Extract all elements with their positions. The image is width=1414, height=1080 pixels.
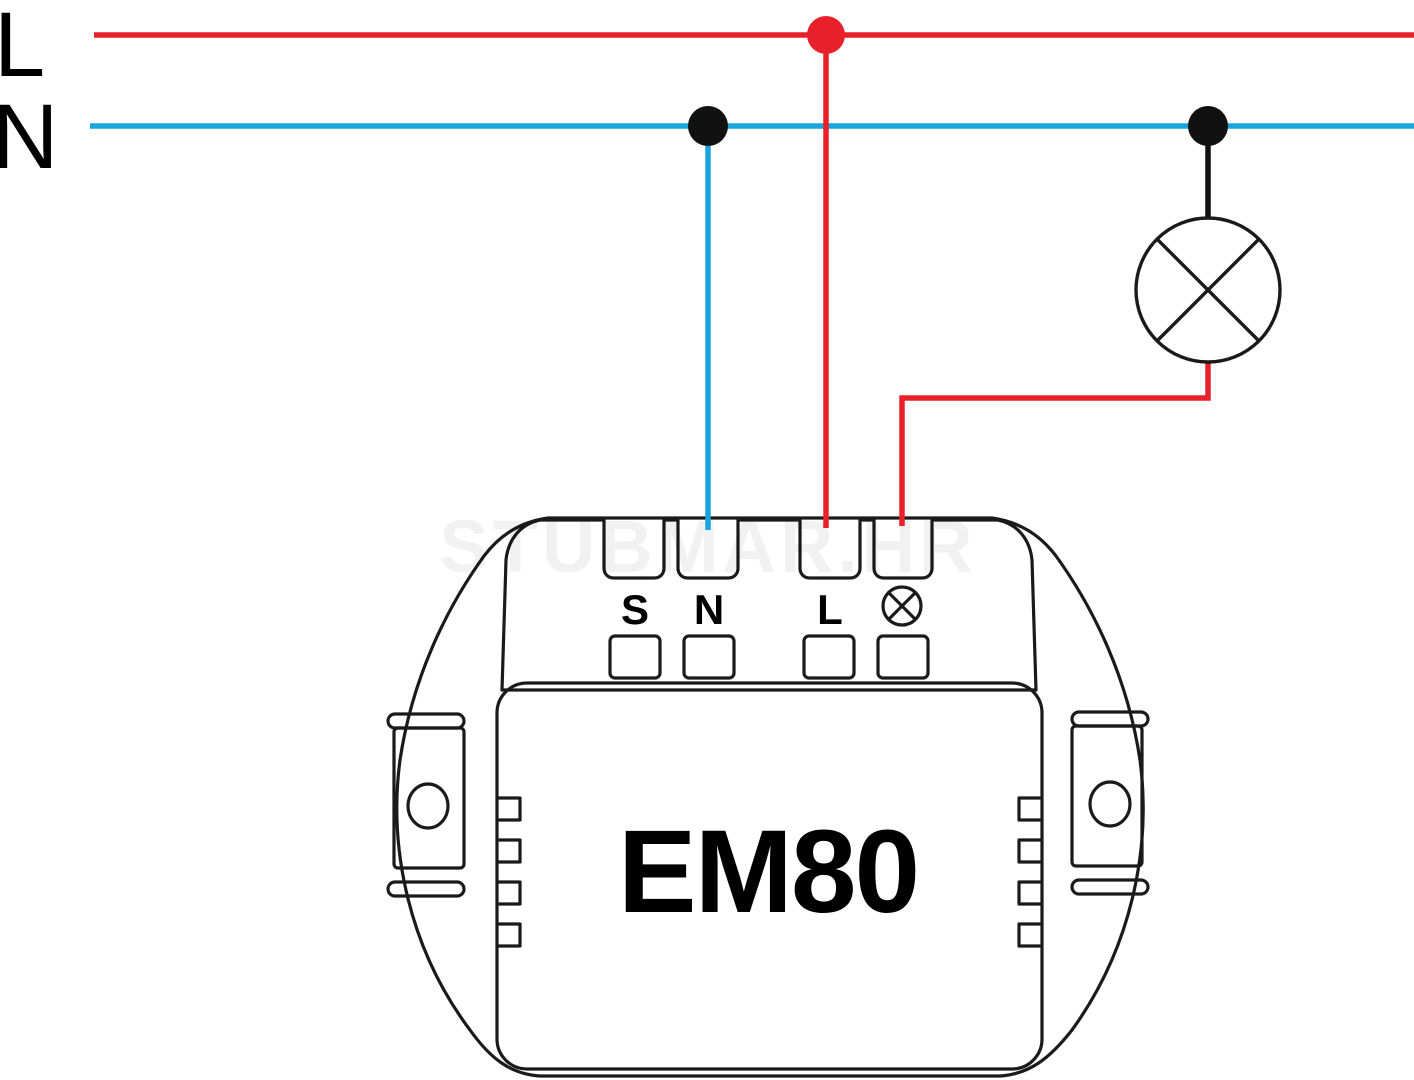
live-junction-dot <box>807 16 845 54</box>
neutral-junction-dot-lamp <box>1188 106 1228 146</box>
terminal-n-label: N <box>694 586 724 633</box>
neutral-bus-label: N <box>0 86 58 188</box>
terminal-s-label: S <box>621 586 649 633</box>
lamp-icon <box>1134 216 1282 364</box>
terminal-l-label: L <box>817 586 843 633</box>
em80-device: S N L EM80 <box>386 516 1150 1078</box>
lamp-output-icon <box>881 585 923 627</box>
device-model-label: EM80 <box>618 806 918 938</box>
neutral-junction-dot-device <box>688 106 728 146</box>
terminal-s-screw <box>608 634 662 680</box>
right-mounting-tab <box>1070 710 1150 896</box>
live-bus-label: L <box>0 0 45 96</box>
switched-live-wire-to-lamp <box>899 362 1211 526</box>
terminal-n-screw <box>682 634 736 680</box>
terminal-output-screw <box>876 634 930 680</box>
left-mounting-tab <box>386 712 466 898</box>
terminal-l-screw <box>802 634 856 680</box>
